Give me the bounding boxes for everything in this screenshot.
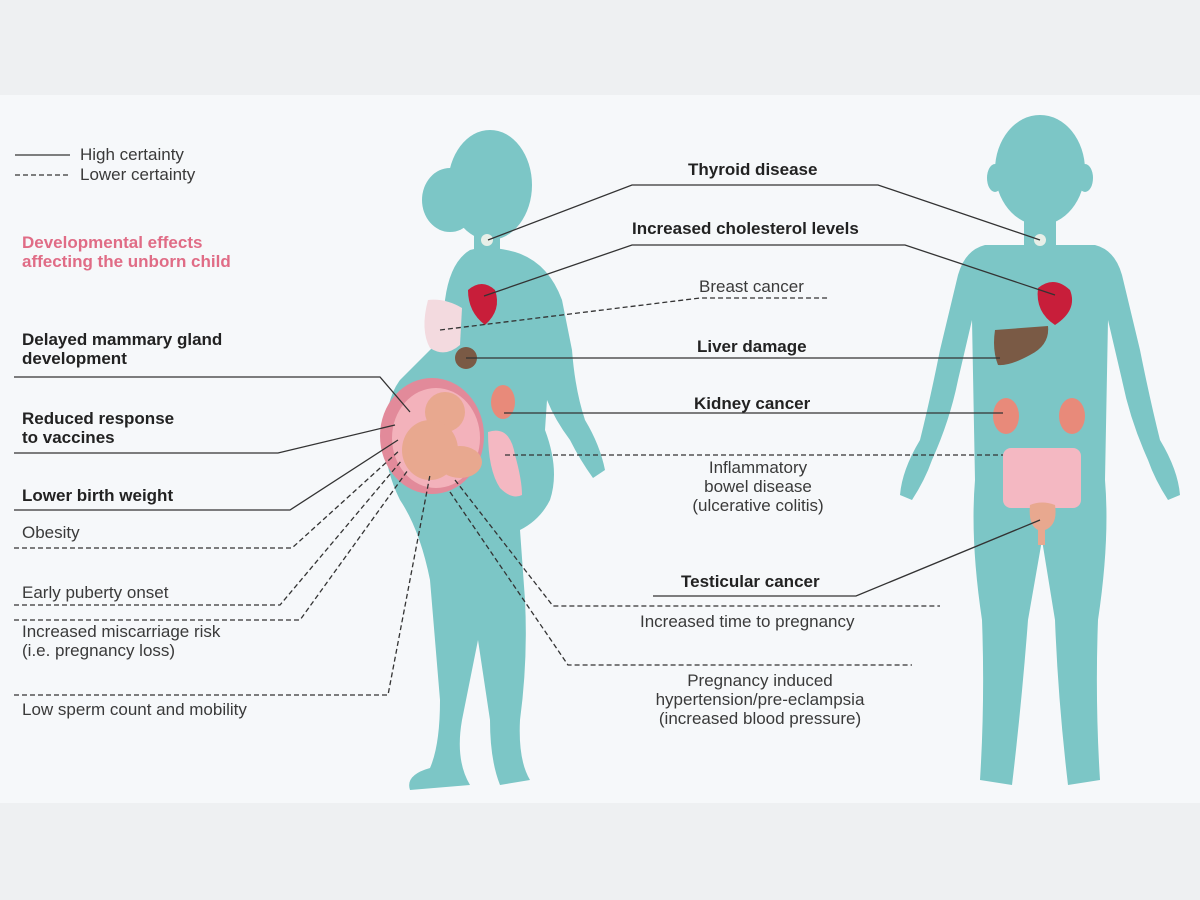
label-testicular-cancer: Testicular cancer bbox=[681, 572, 820, 591]
thyroid-icon bbox=[481, 234, 493, 246]
kidney-icon bbox=[491, 385, 515, 419]
developmental-effects-heading: Developmental effects affecting the unbo… bbox=[22, 233, 231, 271]
label-preeclampsia: Pregnancy induced hypertension/pre-eclam… bbox=[655, 671, 865, 728]
label-cholesterol: Increased cholesterol levels bbox=[632, 219, 859, 238]
label-liver-damage: Liver damage bbox=[697, 337, 807, 356]
lower-certainty-connectors bbox=[14, 297, 1003, 696]
breast-icon bbox=[424, 299, 462, 353]
intestine-icon bbox=[1003, 448, 1081, 508]
high-certainty-connectors bbox=[14, 184, 1056, 597]
label-kidney-cancer: Kidney cancer bbox=[694, 394, 811, 413]
kidney-icon bbox=[1059, 398, 1085, 434]
label-ibd: Inflammatory bowel disease (ulcerative c… bbox=[692, 458, 824, 515]
fetus-icon bbox=[402, 392, 482, 480]
label-mammary-gland: Delayed mammary gland development bbox=[22, 330, 223, 368]
label-sperm-count: Low sperm count and mobility bbox=[22, 700, 247, 719]
label-vaccine-response: Reduced response to vaccines bbox=[22, 409, 175, 447]
label-early-puberty: Early puberty onset bbox=[22, 583, 169, 602]
legend-high-certainty: High certainty bbox=[80, 145, 184, 164]
testicle-icon bbox=[1029, 502, 1056, 545]
label-birth-weight: Lower birth weight bbox=[22, 486, 174, 505]
label-time-to-pregnancy: Increased time to pregnancy bbox=[640, 612, 855, 631]
label-breast-cancer: Breast cancer bbox=[699, 277, 804, 296]
intestine-icon bbox=[488, 430, 522, 497]
kidney-icon bbox=[993, 398, 1019, 434]
label-miscarriage: Increased miscarriage risk (i.e. pregnan… bbox=[22, 622, 221, 660]
legend-lower-certainty: Lower certainty bbox=[80, 165, 196, 184]
label-thyroid-disease: Thyroid disease bbox=[688, 160, 818, 179]
label-obesity: Obesity bbox=[22, 523, 80, 542]
liver-icon bbox=[994, 326, 1049, 366]
